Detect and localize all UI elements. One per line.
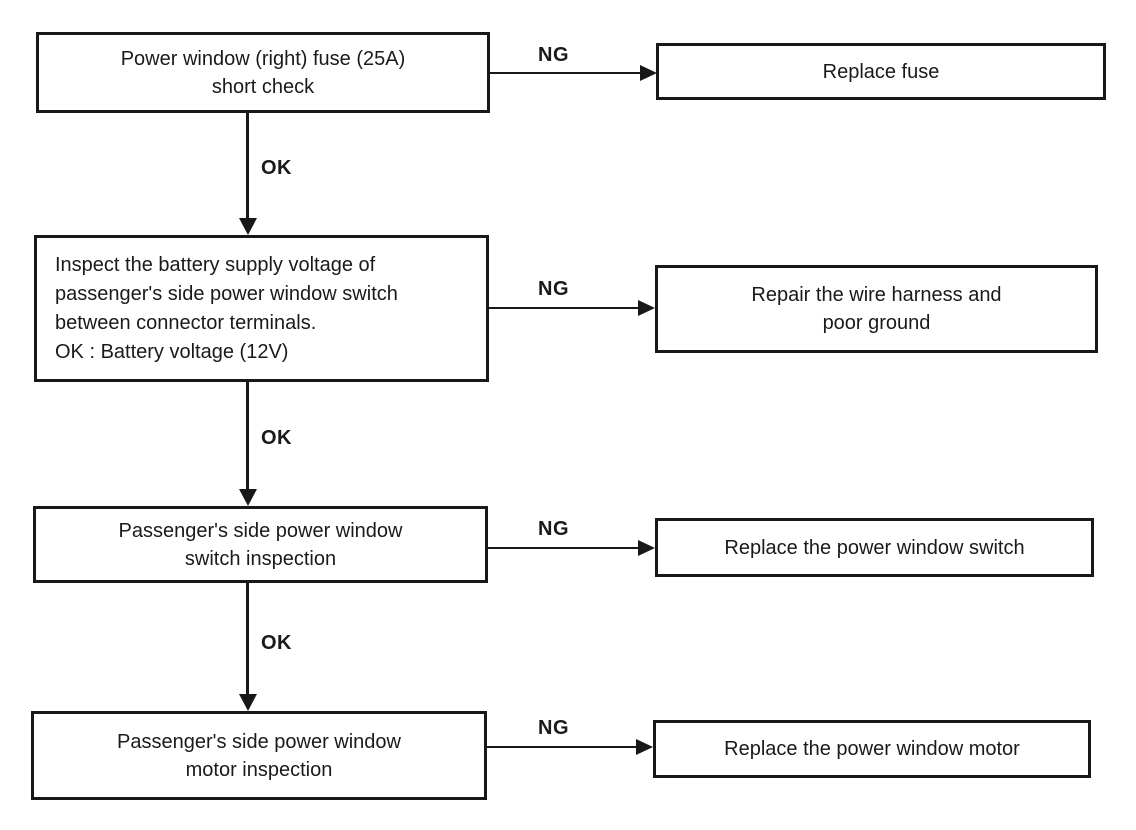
arrowhead-down-icon	[239, 489, 257, 506]
arrowhead-right-icon	[638, 540, 655, 556]
arrowhead-right-icon	[638, 300, 655, 316]
ok-arrow-line	[246, 583, 249, 695]
arrowhead-right-icon	[640, 65, 657, 81]
action-box-replace-motor: Replace the power window motor	[653, 720, 1091, 778]
action-box-replace-switch: Replace the power window switch	[655, 518, 1094, 577]
ng-label: NG	[538, 717, 569, 739]
ng-arrow-line	[487, 746, 637, 748]
ng-arrow-line	[489, 72, 641, 74]
check-box-text: Passenger's side power window motor insp…	[117, 730, 401, 781]
ng-label: NG	[538, 518, 569, 540]
action-box-text: Repair the wire harness and poor ground	[751, 284, 1002, 334]
arrowhead-right-icon	[636, 739, 653, 755]
check-box-fuse-short-check: Power window (right) fuse (25A) short ch…	[36, 32, 490, 113]
ok-arrow-line	[246, 382, 249, 490]
action-box-text: Replace the power window motor	[724, 738, 1020, 760]
ng-label: NG	[538, 44, 569, 66]
action-box-repair-wire-harness: Repair the wire harness and poor ground	[655, 265, 1098, 353]
check-box-text: Power window (right) fuse (25A) short ch…	[120, 47, 406, 98]
check-box-battery-voltage-inspection: Inspect the battery supply voltage of pa…	[34, 235, 489, 382]
arrowhead-down-icon	[239, 694, 257, 711]
ng-arrow-line	[488, 547, 639, 549]
ok-arrow-line	[246, 113, 249, 219]
check-box-text: Inspect the battery supply voltage of pa…	[55, 253, 398, 363]
action-box-replace-fuse: Replace fuse	[656, 43, 1106, 100]
action-box-text: Replace fuse	[822, 60, 940, 83]
check-box-switch-inspection: Passenger's side power window switch ins…	[33, 506, 488, 583]
ok-label: OK	[261, 157, 292, 179]
check-box-motor-inspection: Passenger's side power window motor insp…	[31, 711, 487, 800]
action-box-text: Replace the power window switch	[724, 536, 1025, 559]
ng-label: NG	[538, 278, 569, 300]
ok-label: OK	[261, 632, 292, 654]
ng-arrow-line	[489, 307, 639, 309]
ok-label: OK	[261, 427, 292, 449]
arrowhead-down-icon	[239, 218, 257, 235]
check-box-text: Passenger's side power window switch ins…	[118, 519, 403, 570]
